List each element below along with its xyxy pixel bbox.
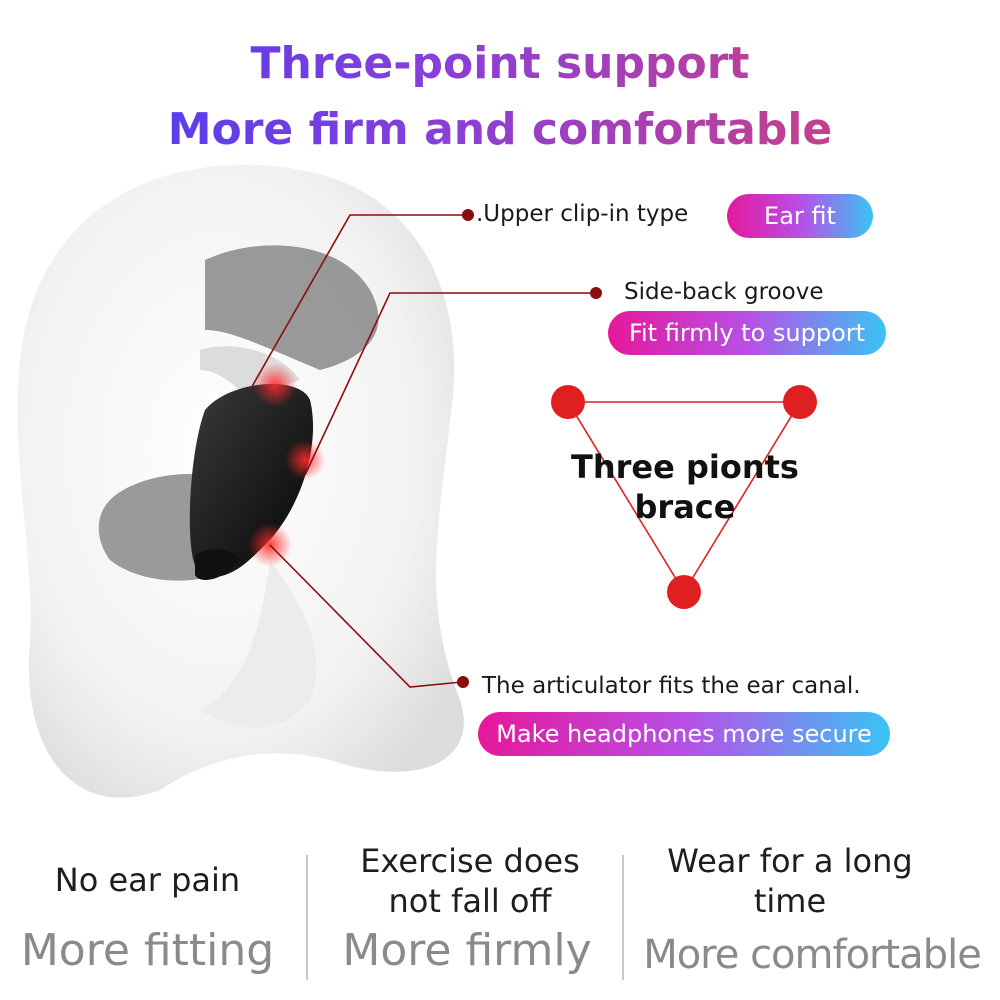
pill-ear-fit: Ear fit [727,194,873,238]
triangle-point [667,575,701,609]
feature-caption-long-wear: Wear for a long time [667,842,913,920]
triangle-label-line-2: brace [634,488,736,526]
feature-headline-fitting: More fitting [20,925,275,976]
feature-caption-exercise: Exercise does not fall off [360,842,580,920]
triangle-point [783,385,817,419]
feature-divider [306,855,308,980]
feature-headline-comfortable: More comfortable [643,932,982,978]
support-triangle [551,385,817,609]
triangle-label-line-1: Three pionts [571,448,799,486]
pill-fit-firmly: Fit firmly to support [608,311,886,355]
callout-dot [457,676,469,688]
callout-dot [590,287,602,299]
feature-caption-no-pain: No ear pain [54,861,241,899]
callout-dot [462,209,474,221]
earbud [189,383,314,577]
callout-label-upper-clip: .Upper clip-in type [476,201,689,227]
pill-more-secure: Make headphones more secure [478,712,890,756]
feature-headline-firmly: More firmly [342,925,592,976]
feature-divider [622,855,624,980]
headline-line-2: More firm and comfortable [0,104,1000,155]
triangle-point [551,385,585,419]
headline-line-1: Three-point support [0,38,1000,89]
callout-label-side-groove: Side-back groove [624,279,824,305]
callout-label-articulator: The articulator fits the ear canal. [482,673,861,699]
callout-lines [249,214,595,688]
